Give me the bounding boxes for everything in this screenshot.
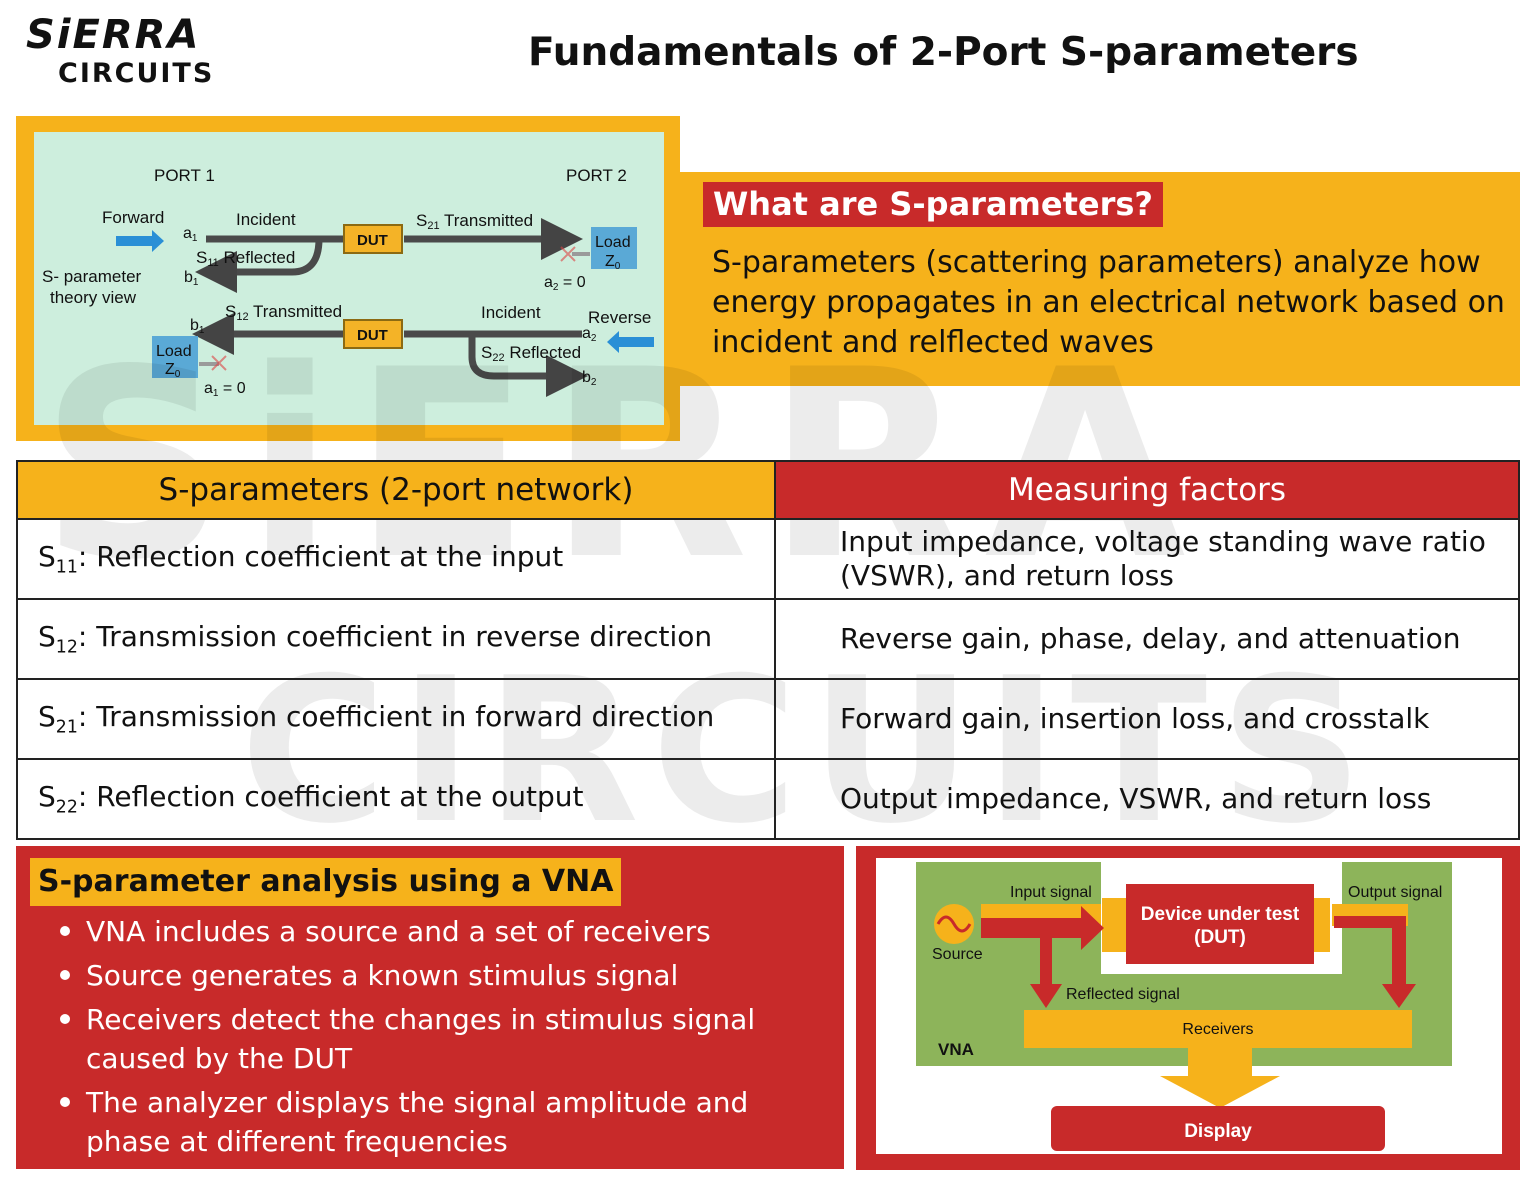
table-row: S11: Reflection coefficient at the input… [16, 518, 1520, 600]
s12-label: S12 Transmitted [225, 302, 342, 323]
forward-arrow-icon [116, 230, 164, 252]
theory-view-line2: theory view [50, 288, 137, 307]
incident-top-label: Incident [236, 210, 296, 229]
bullet-icon [60, 1014, 70, 1024]
a2-label: a2 [582, 325, 597, 344]
reflected-arrow-icon [1030, 928, 1062, 1008]
a2-cross-icon [560, 246, 576, 262]
table-header-parameters: S-parameters (2-port network) [16, 460, 776, 520]
factors-cell: Output impedance, VSWR, and return loss [774, 758, 1520, 840]
s-parameter-table: S-parameters (2-port network) Measuring … [16, 460, 1520, 840]
list-item: Receivers detect the changes in stimulus… [58, 1000, 818, 1078]
vna-block-diagram: Device under test (DUT) Source Input sig… [916, 862, 1452, 1151]
s-parameter-theory-diagram: PORT 1 PORT 2 Forward Incident Reverse I… [42, 166, 654, 399]
list-item: Source generates a known stimulus signal [58, 956, 818, 995]
bullet-icon [60, 926, 70, 936]
s22-label: S22 Reflected [481, 343, 581, 364]
source-label: Source [932, 946, 983, 963]
b2-label: b2 [582, 369, 597, 388]
bullet-icon [60, 1097, 70, 1107]
input-signal-label: Input signal [1010, 884, 1092, 901]
a1-zero-label: a1 = 0 [204, 380, 246, 399]
definition-text: S-parameters (scattering parameters) ana… [712, 245, 1505, 360]
incident-bottom-label: Incident [481, 303, 541, 322]
reflected-signal-label: Reflected signal [1066, 986, 1180, 1003]
reverse-label: Reverse [588, 308, 651, 327]
receivers-label: Receivers [1182, 1021, 1253, 1038]
dut-label-line2: (DUT) [1194, 927, 1246, 948]
sine-wave-icon [936, 915, 972, 933]
logo-circuits: CIRCUITS [58, 58, 215, 89]
dut-bottom-label: DUT [357, 327, 388, 344]
list-item: The analyzer displays the signal amplitu… [58, 1083, 818, 1161]
dut-top-label: DUT [357, 232, 388, 249]
b1-top-label: b1 [184, 269, 199, 288]
dut-label-line1: Device under test [1141, 904, 1300, 925]
forward-label: Forward [102, 208, 164, 227]
factors-cell: Forward gain, insertion loss, and crosst… [774, 678, 1520, 760]
display-arrow-icon [1160, 1048, 1280, 1108]
s22-reflected-arrow [468, 334, 588, 397]
load-port1-box [152, 336, 198, 378]
receivers-bar [1024, 1010, 1412, 1048]
reverse-arrow-icon [607, 331, 654, 353]
a1-label: a1 [183, 225, 198, 244]
factors-cell: Reverse gain, phase, delay, and attenuat… [774, 598, 1520, 680]
vna-label: VNA [938, 1040, 974, 1059]
table-header-factors: Measuring factors [774, 460, 1520, 520]
parameter-cell: S11: Reflection coefficient at the input [16, 518, 776, 600]
page-title: Fundamentals of 2-Port S-parameters [528, 30, 1359, 75]
dut-top-box [343, 224, 403, 254]
table-row: S21: Transmission coefficient in forward… [16, 678, 1520, 760]
vna-analysis-title: S-parameter analysis using a VNA [30, 858, 622, 906]
dut-left-connector [1102, 898, 1126, 952]
s21-label: S21 Transmitted [416, 211, 533, 232]
table-row: S22: Reflection coefficient at the outpu… [16, 758, 1520, 840]
a1-cross-icon [211, 355, 227, 371]
output-signal-label: Output signal [1348, 884, 1442, 901]
bullet-icon [60, 970, 70, 980]
b1-bottom-label: b1 [190, 317, 205, 336]
output-arrow-icon [1334, 916, 1416, 1008]
list-item: VNA includes a source and a set of recei… [58, 912, 818, 951]
display-label: Display [1184, 1121, 1252, 1142]
a2-zero-label: a2 = 0 [544, 274, 586, 293]
display-box [1051, 1106, 1385, 1151]
parameter-cell: S21: Transmission coefficient in forward… [16, 678, 776, 760]
port1-label: PORT 1 [154, 166, 215, 185]
load-port1-label: Load [156, 343, 192, 360]
dut-bottom-box [343, 319, 403, 349]
load-port2-label: Load [595, 234, 631, 251]
dut-box [1126, 884, 1314, 964]
z0-port1-label: Z0 [165, 361, 181, 380]
vna-bullet-list: VNA includes a source and a set of recei… [58, 912, 818, 1166]
definition-title: What are S-parameters? [703, 182, 1163, 227]
table-row: S12: Transmission coefficient in reverse… [16, 598, 1520, 680]
parameter-cell: S22: Reflection coefficient at the outpu… [16, 758, 776, 840]
s11-reflected-arrow [195, 238, 323, 293]
parameter-cell: S12: Transmission coefficient in reverse… [16, 598, 776, 680]
theory-view-line1: S- parameter [42, 267, 142, 286]
logo-sierra: SiERRA [26, 12, 201, 58]
factors-cell: Input impedance, voltage standing wave r… [774, 518, 1520, 600]
port2-label: PORT 2 [566, 166, 627, 185]
z0-port2-label: Z0 [605, 253, 621, 272]
load-port2-box [591, 227, 637, 269]
s11-label: S11 Reflected [196, 248, 295, 269]
